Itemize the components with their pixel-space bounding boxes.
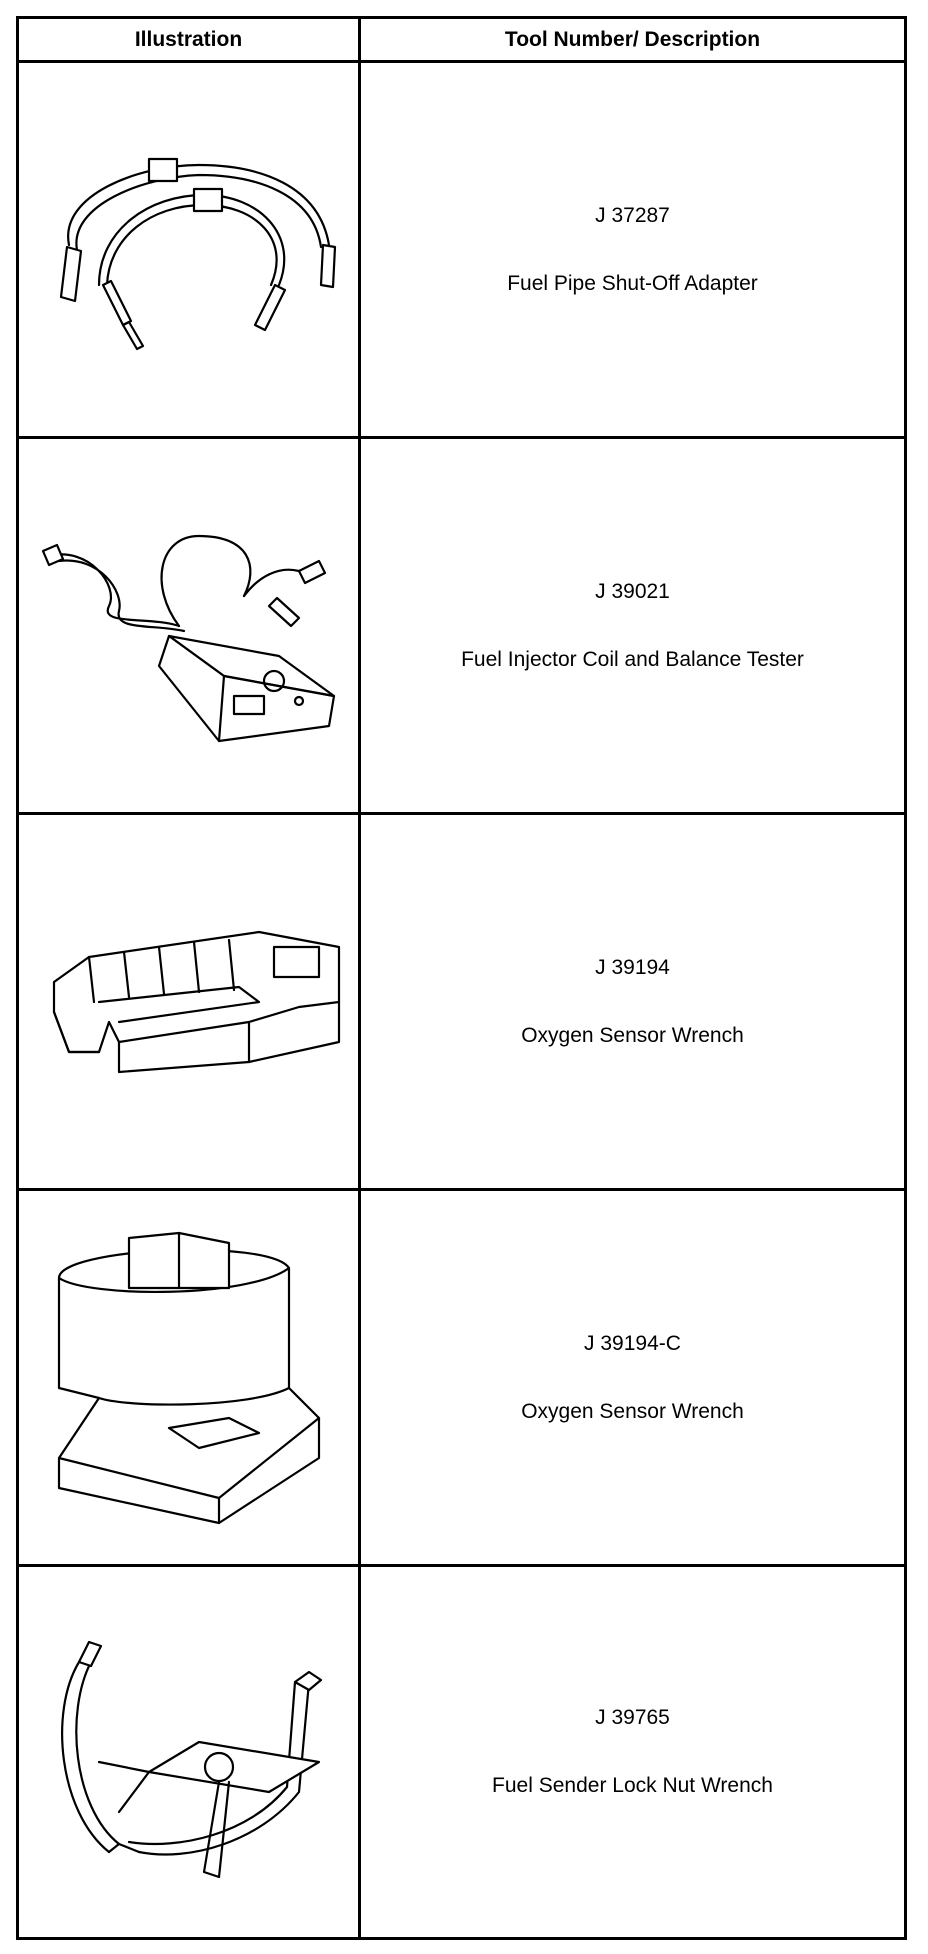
tool-table: Illustration Tool Number/ Description J … (16, 16, 907, 1940)
illustration-cell (19, 1191, 358, 1564)
tool-number: J 39194 (595, 955, 670, 979)
description-cell: J 39194 Oxygen Sensor Wrench (361, 815, 904, 1188)
tool-description: Oxygen Sensor Wrench (521, 1023, 744, 1047)
header-illustration: Illustration (134, 27, 243, 51)
description-cell: J 37287 Fuel Pipe Shut-Off Adapter (361, 63, 904, 436)
table-header: Illustration Tool Number/ Description (19, 19, 904, 63)
tool-description: Fuel Pipe Shut-Off Adapter (507, 271, 758, 295)
table-row: J 39765 Fuel Sender Lock Nut Wrench (19, 1567, 904, 1937)
illustration-cell (19, 815, 358, 1188)
description-cell: J 39021 Fuel Injector Coil and Balance T… (361, 439, 904, 812)
description-cell: J 39765 Fuel Sender Lock Nut Wrench (361, 1567, 904, 1937)
tool-number: J 39021 (595, 579, 670, 603)
tool-description: Fuel Injector Coil and Balance Tester (461, 647, 804, 671)
crowfoot-wrench-icon (52, 930, 340, 1073)
illustration-cell (19, 63, 358, 436)
sensor-socket-icon (57, 1231, 320, 1524)
illustration-cell (19, 1567, 358, 1937)
tool-number: J 39765 (595, 1706, 670, 1729)
illustration-cell (19, 439, 358, 812)
tool-description: Fuel Sender Lock Nut Wrench (492, 1774, 773, 1797)
table-row: J 39021 Fuel Injector Coil and Balance T… (19, 439, 904, 815)
table-row: J 39194 Oxygen Sensor Wrench (19, 815, 904, 1191)
header-description: Tool Number/ Description (504, 27, 761, 51)
table-row: J 37287 Fuel Pipe Shut-Off Adapter (19, 63, 904, 439)
tool-description: Oxygen Sensor Wrench (521, 1399, 744, 1423)
lock-nut-wrench-icon (60, 1640, 322, 1879)
tool-number: J 37287 (595, 203, 670, 227)
description-cell: J 39194-C Oxygen Sensor Wrench (361, 1191, 904, 1564)
fuel-hose-adapter-icon (59, 157, 336, 350)
column-divider (358, 19, 361, 1937)
tool-number: J 39194-C (584, 1331, 681, 1355)
injector-tester-icon (41, 534, 335, 742)
table-row: J 39194-C Oxygen Sensor Wrench (19, 1191, 904, 1567)
